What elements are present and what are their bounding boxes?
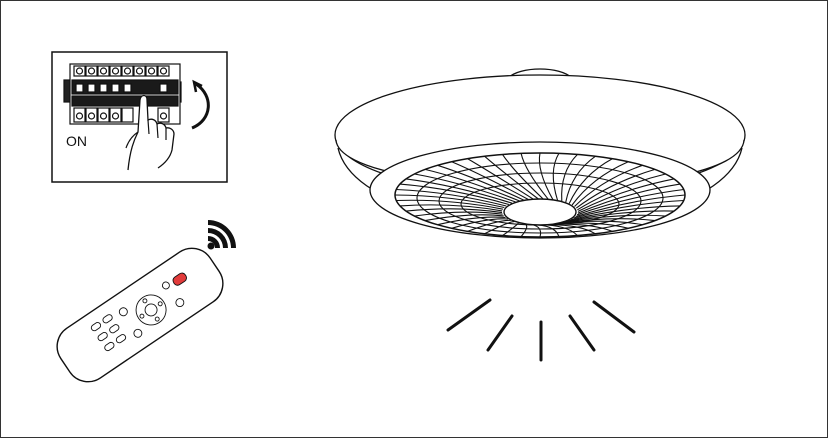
remote-control-icon	[49, 240, 232, 390]
light-ray	[594, 302, 634, 332]
light-ray	[488, 316, 512, 350]
on-label: ON	[66, 133, 87, 149]
light-ray	[448, 300, 490, 330]
breaker-panel: ON	[52, 52, 227, 182]
ceiling-fan-icon	[335, 69, 745, 238]
wireless-signal-icon	[208, 220, 237, 250]
light-ray	[570, 316, 594, 350]
light-rays-icon	[448, 300, 634, 360]
